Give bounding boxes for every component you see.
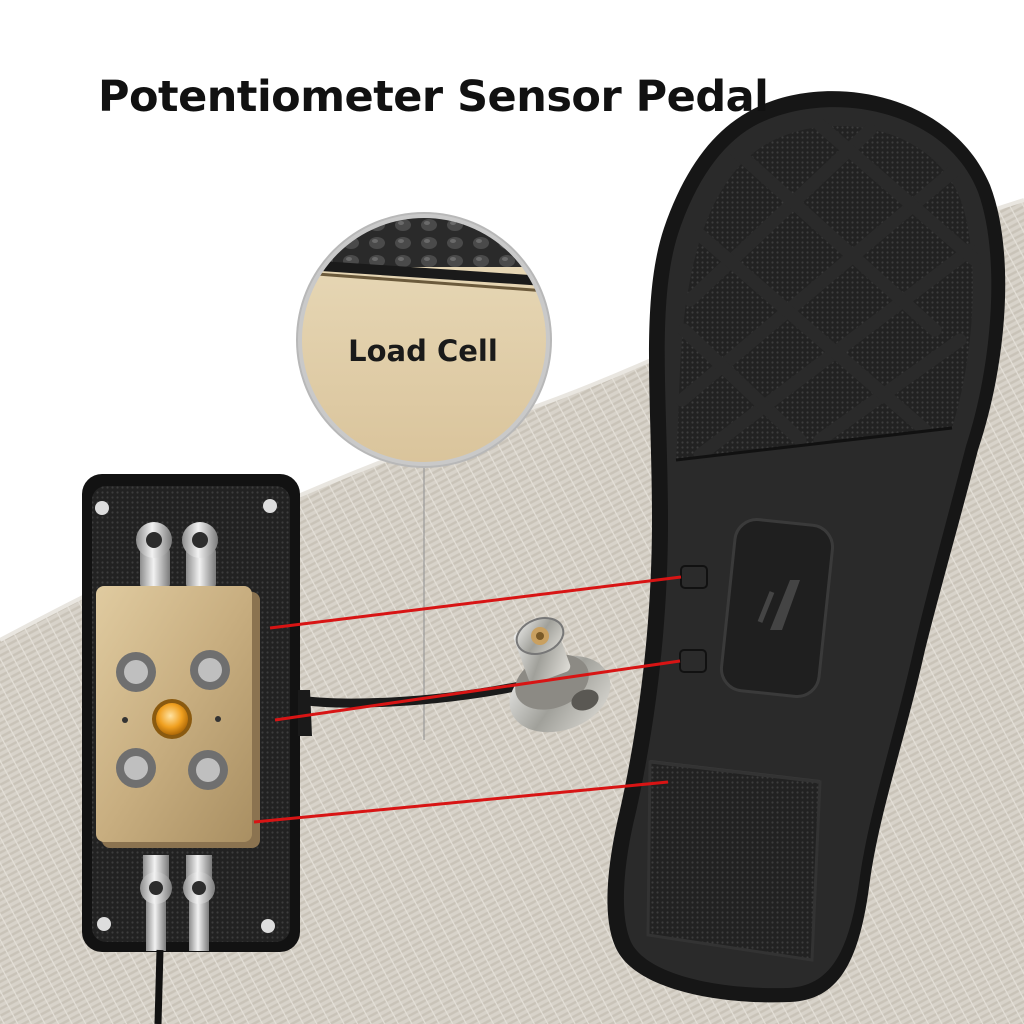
cable-fitting-icon <box>136 522 218 588</box>
arch-logo-icon <box>757 580 800 630</box>
sensor-point-upper <box>680 565 708 589</box>
page-title: Potentiometer Sensor Pedal <box>98 72 769 122</box>
screw-icon <box>116 650 230 790</box>
cable-fitting-icon <box>140 855 215 951</box>
indicator-led-icon <box>152 699 192 739</box>
sensor-module <box>82 474 300 1024</box>
connector-lines <box>253 575 682 824</box>
callout-label: Load Cell <box>348 334 498 368</box>
insole-pedal <box>607 91 1006 1003</box>
sensor-point-lower <box>679 649 707 673</box>
